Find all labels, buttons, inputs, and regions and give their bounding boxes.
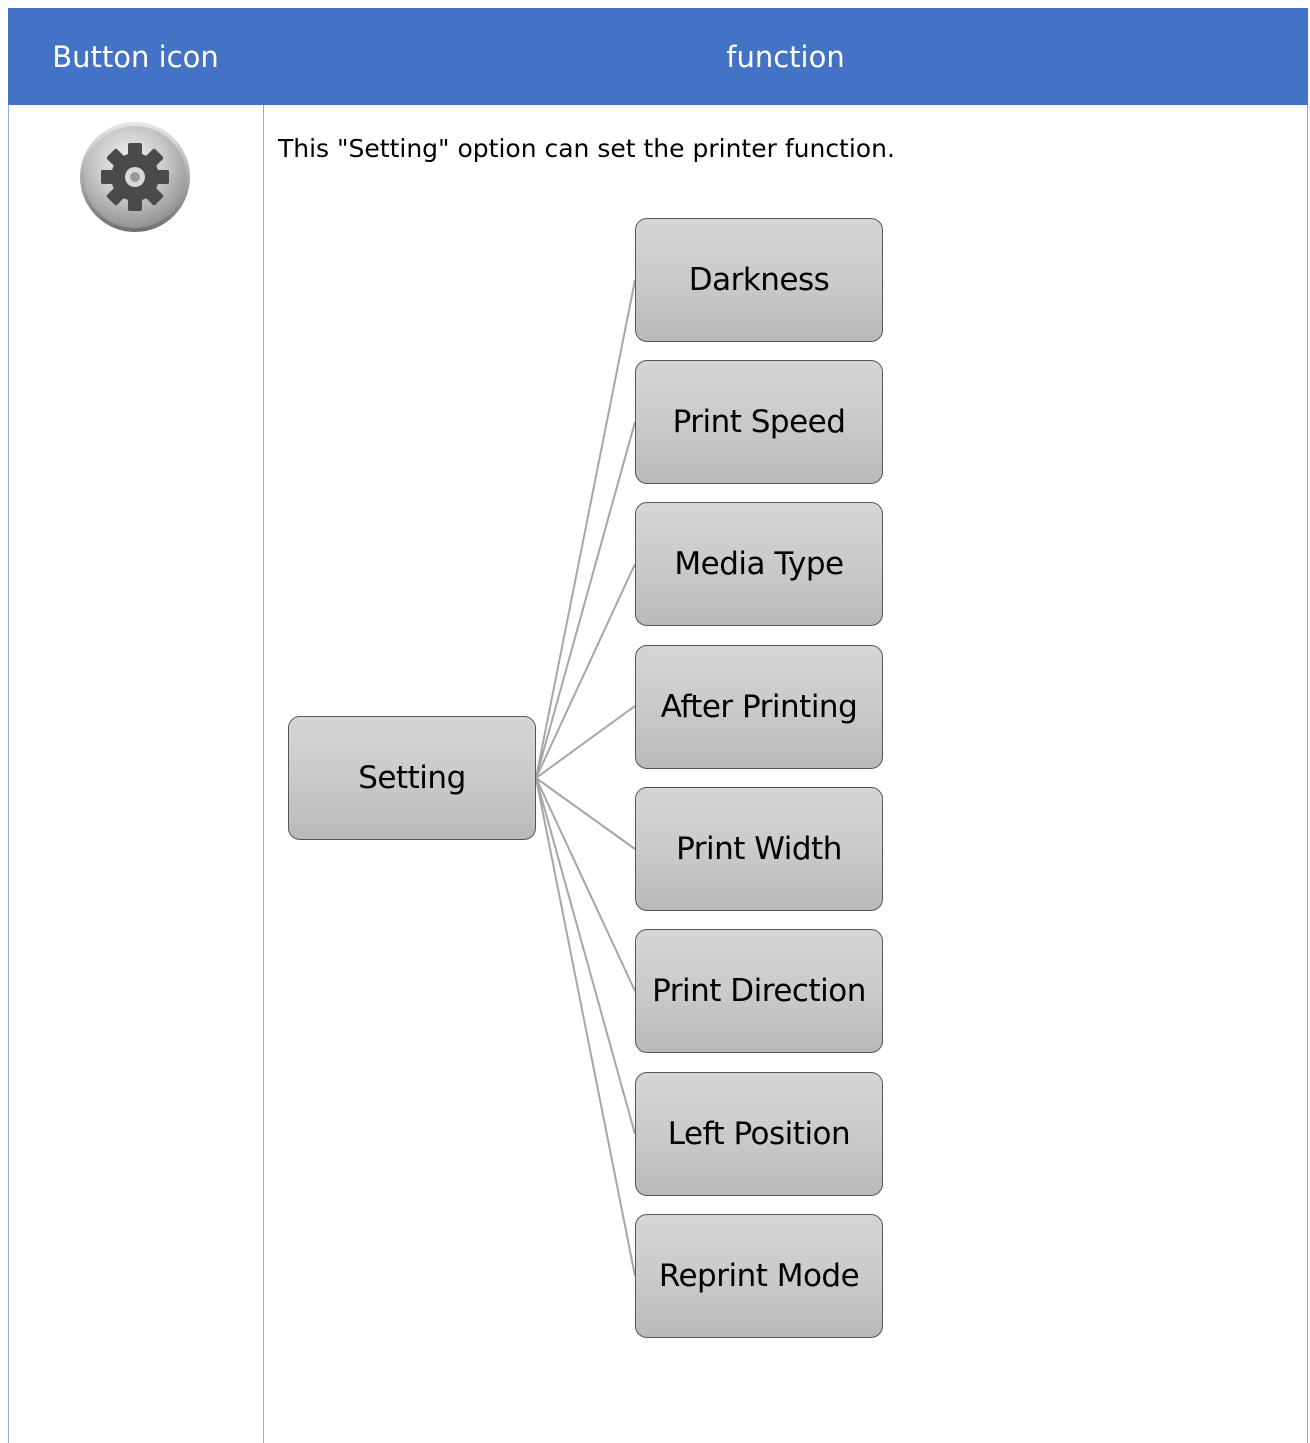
connector-print-speed	[535, 421, 636, 779]
node-print-speed: Print Speed	[635, 360, 883, 484]
connector-print-direction	[535, 777, 636, 992]
connector-after-printing	[535, 705, 636, 779]
setting-description: This "Setting" option can set the printe…	[278, 134, 895, 163]
node-left-position: Left Position	[635, 1072, 883, 1196]
node-after-printing: After Printing	[635, 645, 883, 769]
node-reprint-mode: Reprint Mode	[635, 1214, 883, 1338]
node-print-width: Print Width	[635, 787, 883, 911]
connector-darkness	[535, 279, 636, 779]
connector-media-type	[535, 563, 636, 779]
connector-left-position	[535, 777, 636, 1135]
table-border-right	[1307, 105, 1308, 1443]
table-column-divider	[263, 105, 264, 1443]
node-print-direction: Print Direction	[635, 929, 883, 1053]
connector-print-width	[535, 777, 636, 850]
header-button-icon: Button icon	[52, 39, 219, 74]
table-header-row: Button icon function	[8, 8, 1308, 105]
table-border-left	[8, 105, 9, 1443]
header-function: function	[726, 39, 845, 74]
gear-icon	[79, 121, 191, 233]
node-media-type: Media Type	[635, 502, 883, 626]
connector-reprint-mode	[535, 777, 636, 1277]
node-setting: Setting	[288, 716, 536, 840]
node-darkness: Darkness	[635, 218, 883, 342]
